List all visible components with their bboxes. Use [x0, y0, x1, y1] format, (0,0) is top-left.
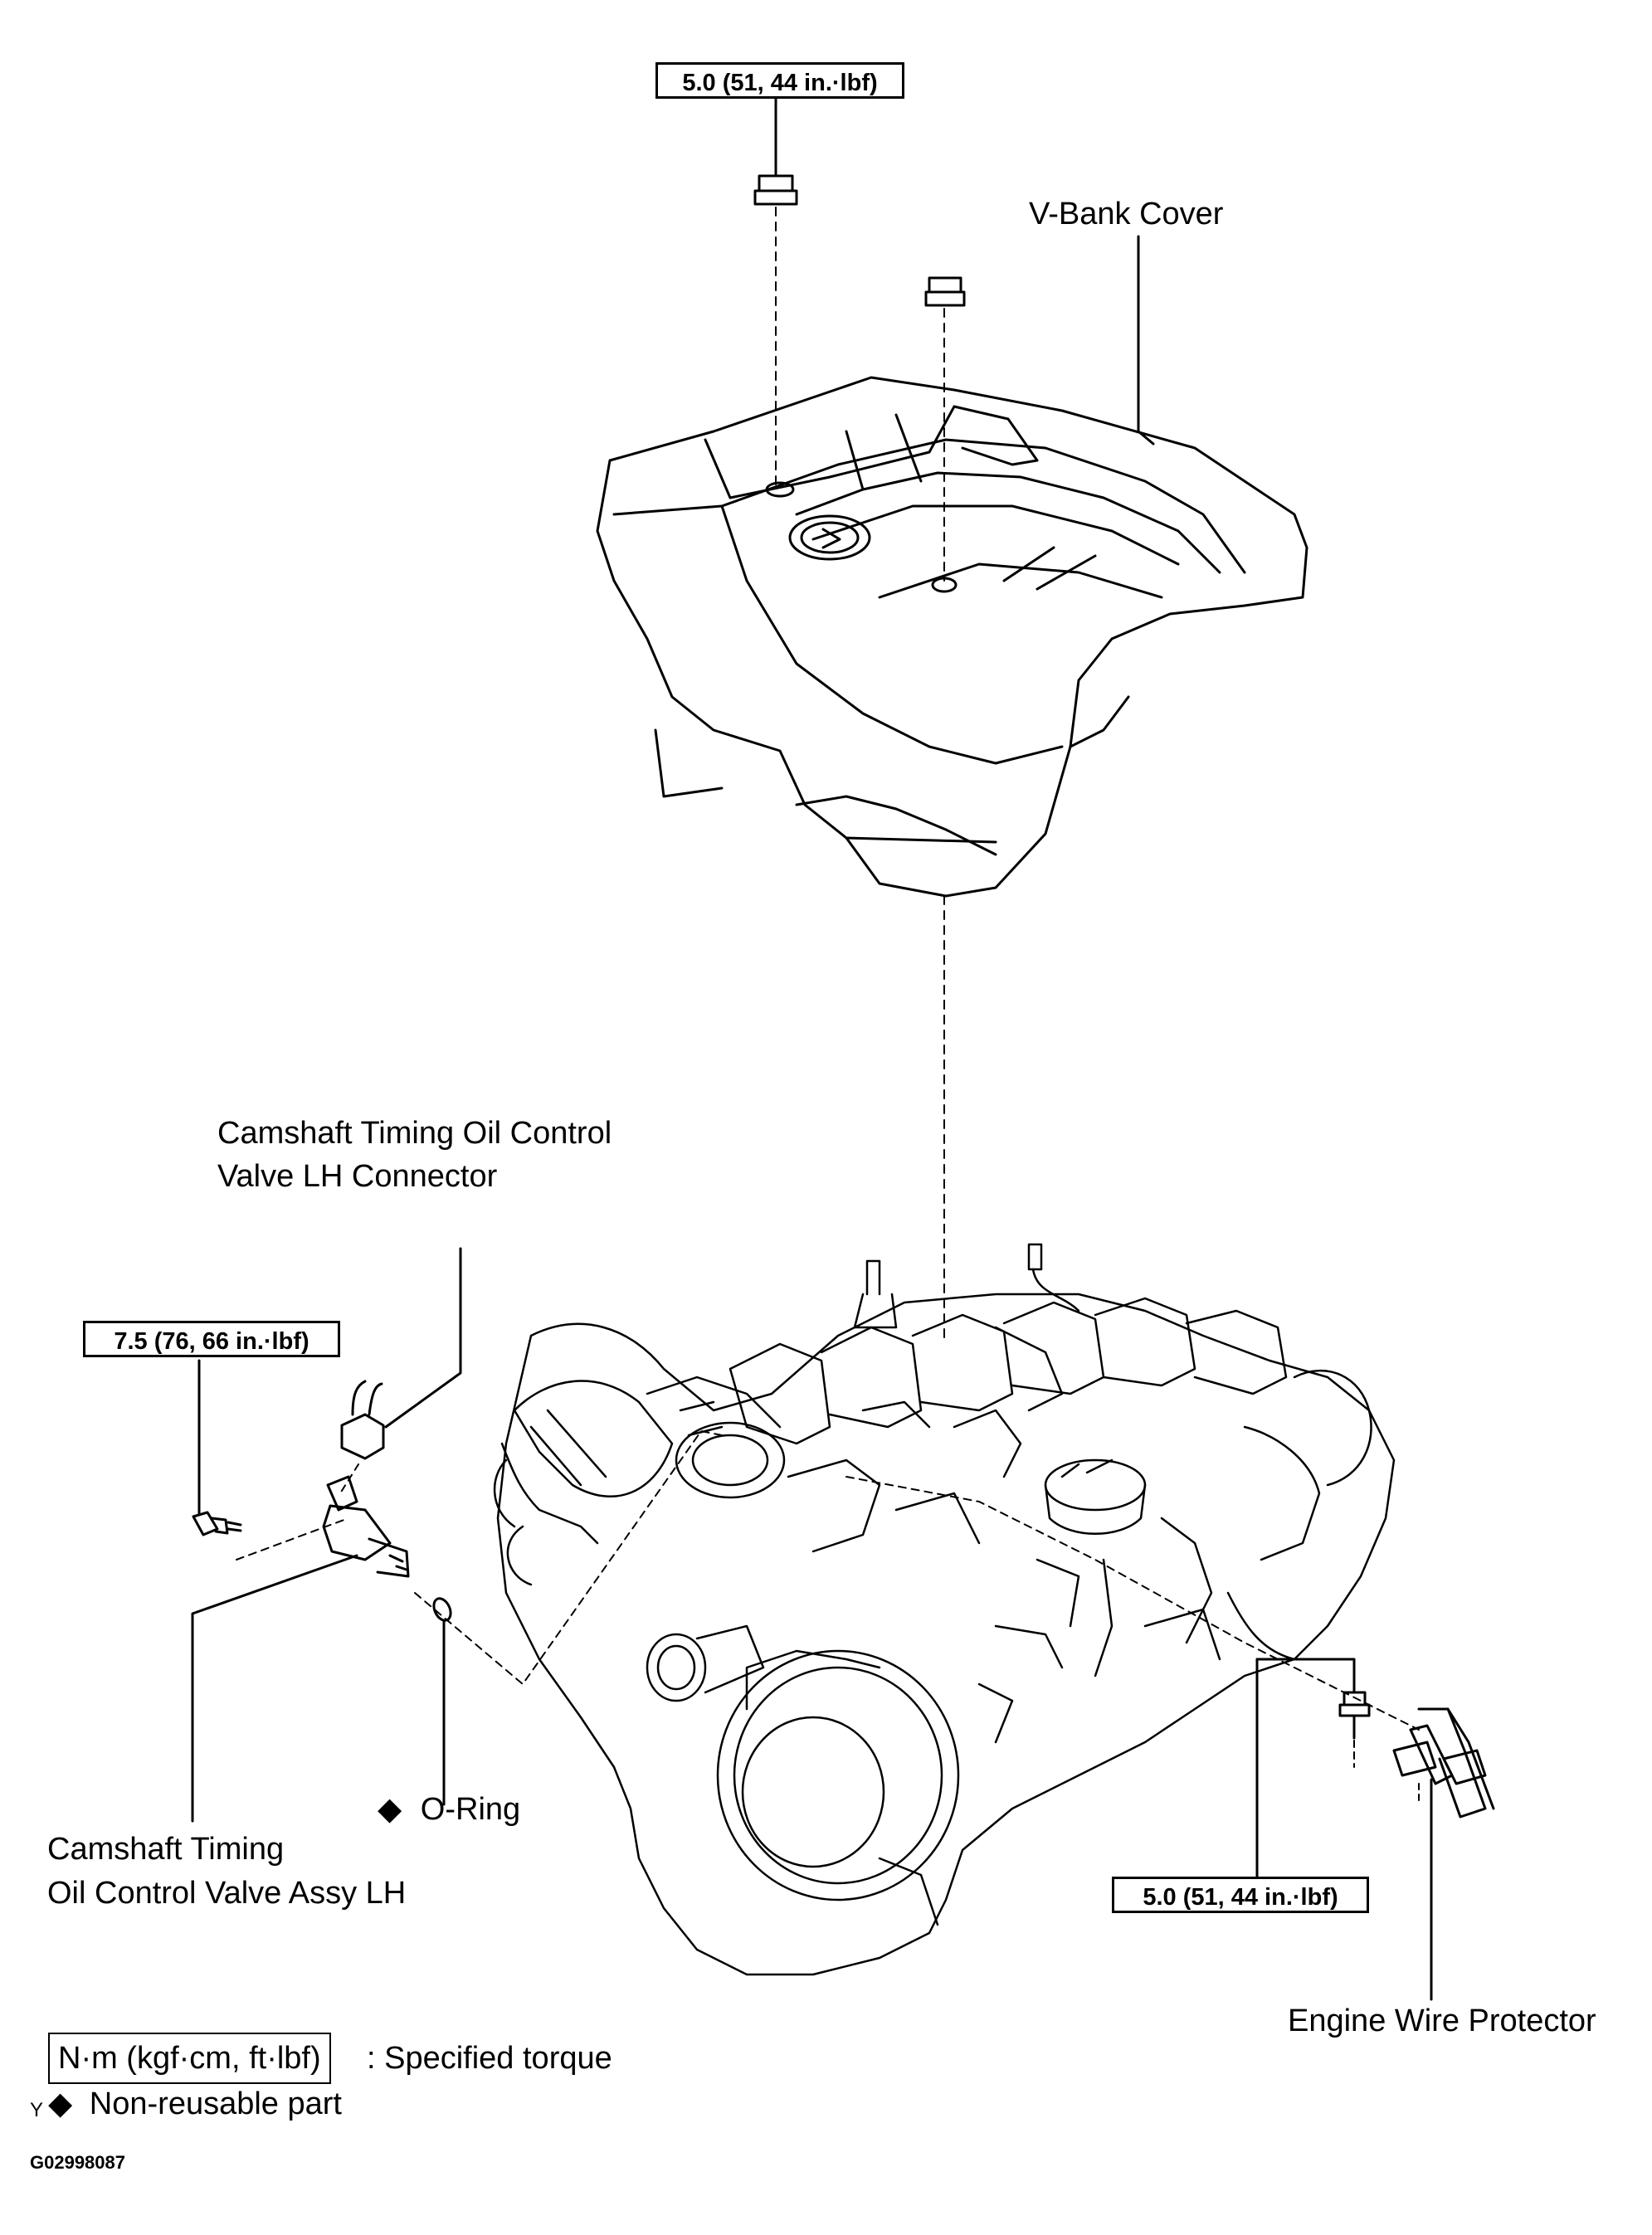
- v-bank-cover: [596, 376, 1308, 898]
- torque-box-top: 5.0 (51, 44 in.·lbf): [655, 62, 904, 99]
- camshaft-timing-oil-control-valve-lh: [322, 1475, 410, 1578]
- non-reusable-diamond-icon: ◆: [378, 1792, 402, 1827]
- figure-id: G02998087: [30, 2152, 125, 2173]
- label-v-bank-cover: V-Bank Cover: [1029, 197, 1224, 231]
- torque-box-right: 5.0 (51, 44 in.·lbf): [1112, 1877, 1369, 1913]
- label-valve-assy-line2: Oil Control Valve Assy LH: [47, 1876, 407, 1911]
- oil-control-valve-bolt: [192, 1511, 242, 1536]
- label-connector-line1: Camshaft Timing Oil Control: [217, 1116, 612, 1151]
- o-ring-text: O-Ring: [420, 1792, 521, 1827]
- label-valve-assy-line1: Camshaft Timing: [47, 1832, 285, 1867]
- legend-non-reusable: ◆ Non-reusable part: [48, 2082, 342, 2125]
- diamond-icon: ◆: [48, 2086, 73, 2121]
- label-o-ring: ◆ O-Ring: [378, 1788, 520, 1831]
- oil-control-valve-connector: [340, 1380, 385, 1460]
- v-bank-cover-nut-left: [753, 168, 798, 206]
- torque-box-left: 7.5 (76, 66 in.·lbf): [83, 1321, 340, 1357]
- legend-marker: Y: [30, 2099, 44, 2121]
- engine-wire-protector: [1392, 1707, 1495, 1819]
- engine-assembly: [493, 1243, 1396, 1976]
- legend-unit-description: : Specified torque: [367, 2041, 612, 2076]
- non-reusable-text: Non-reusable part: [89, 2086, 342, 2121]
- label-engine-wire-protector: Engine Wire Protector: [1288, 2004, 1596, 2038]
- o-ring-part: [432, 1597, 452, 1622]
- wire-protector-bolt: [1338, 1691, 1371, 1740]
- v-bank-cover-nut-right: [924, 276, 966, 307]
- label-connector-line2: Valve LH Connector: [217, 1159, 498, 1194]
- legend-unit-box: N·m (kgf·cm, ft·lbf): [48, 2033, 331, 2084]
